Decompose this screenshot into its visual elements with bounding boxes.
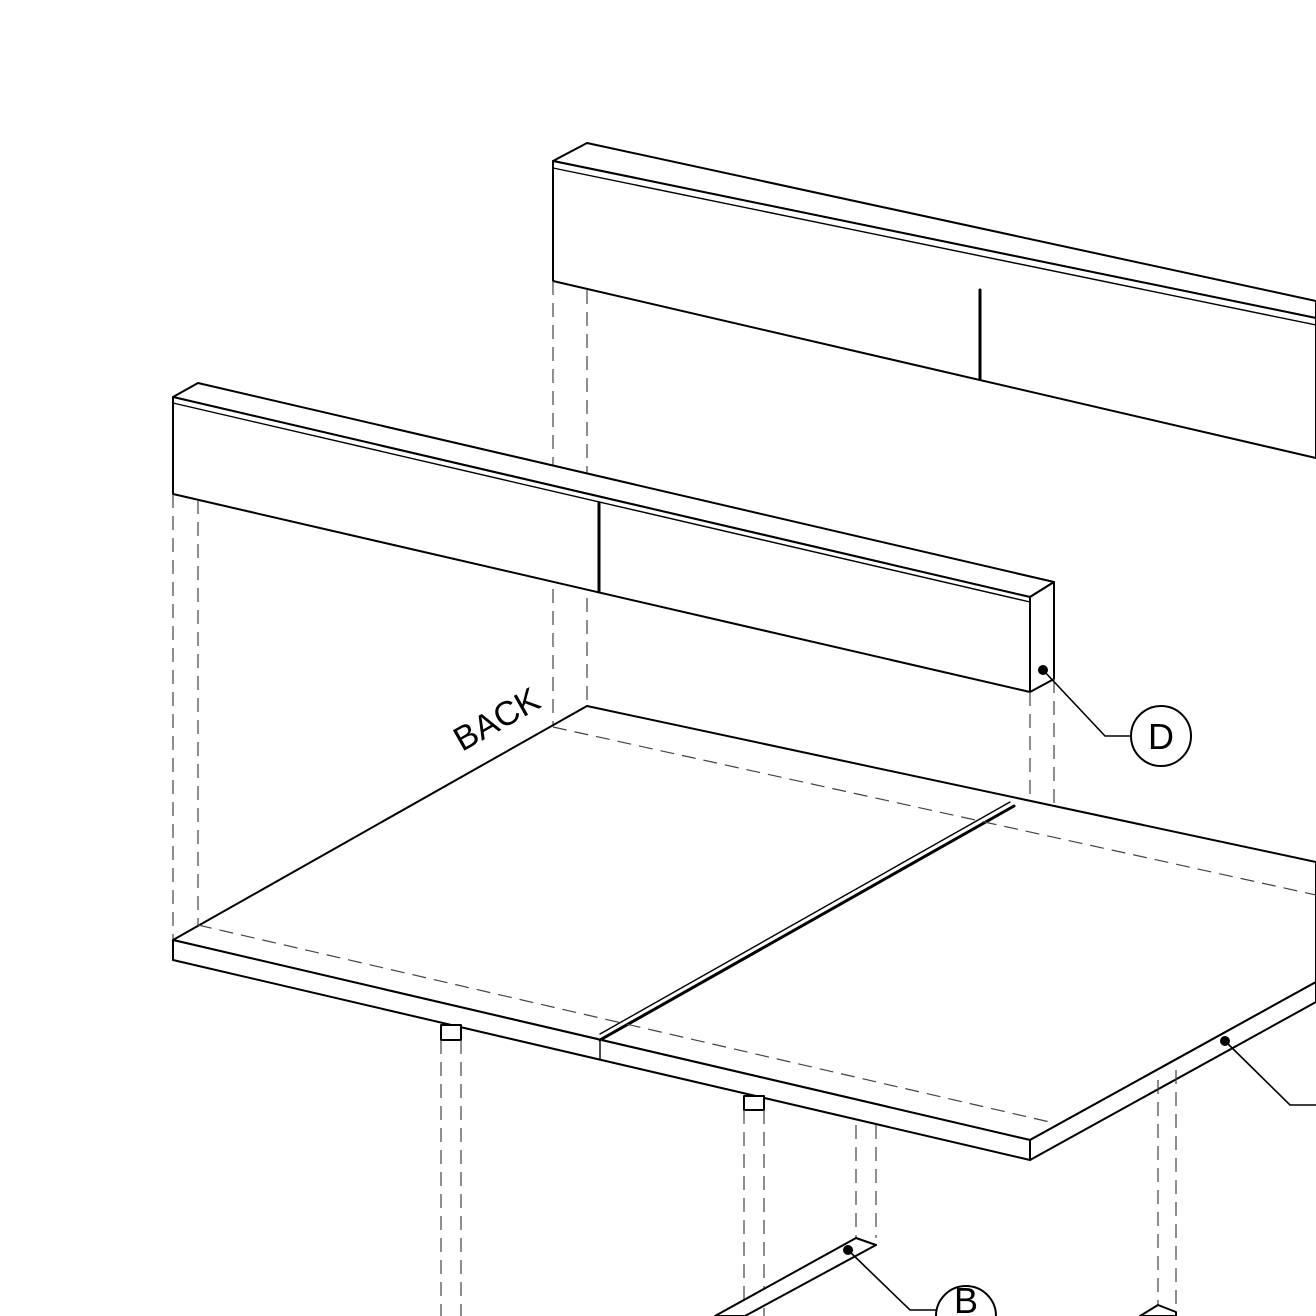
rail-b [714, 1237, 1177, 1316]
panel-d [172, 382, 1055, 693]
callout-b-label: B [954, 1280, 978, 1316]
callout-b-circle [935, 1285, 997, 1316]
table-top [172, 705, 1316, 1161]
callout-top-edge [1220, 1036, 1316, 1106]
legs [440, 1024, 1177, 1316]
rear-back-panel [552, 142, 1316, 459]
callout-d-circle [1130, 705, 1192, 767]
callout-b: B [843, 1245, 997, 1316]
callout-d: D [1038, 665, 1192, 767]
callout-d-label: D [1148, 716, 1174, 757]
